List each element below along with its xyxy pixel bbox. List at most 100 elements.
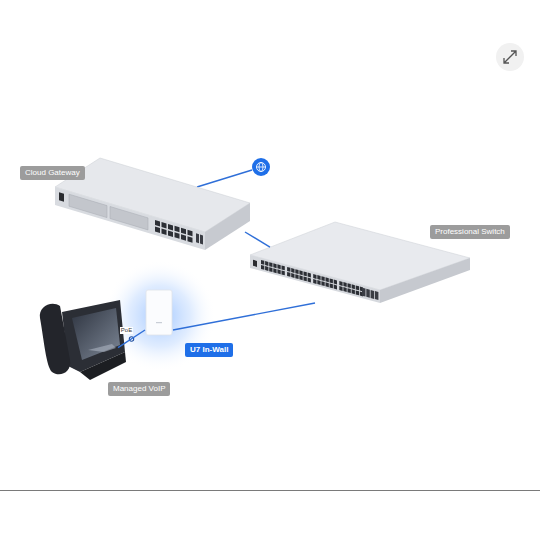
access-point-node: U7 In-Wall bbox=[145, 290, 173, 336]
gateway-side bbox=[205, 203, 250, 250]
device-tag: Cloud Gateway bbox=[20, 166, 85, 180]
switch-port bbox=[343, 287, 346, 292]
device-tag: Professional Switch bbox=[430, 225, 510, 239]
switch-port bbox=[273, 268, 276, 273]
switch-port bbox=[317, 280, 320, 285]
gateway-bay bbox=[69, 194, 107, 217]
gateway-port bbox=[155, 227, 160, 234]
switch-port bbox=[313, 274, 316, 279]
switch-port bbox=[273, 263, 276, 268]
switch-port bbox=[265, 261, 268, 266]
switch-port bbox=[287, 267, 290, 272]
gateway-port bbox=[175, 226, 180, 233]
access-point-led bbox=[156, 322, 162, 323]
gateway-port bbox=[188, 230, 193, 237]
phone-handset bbox=[40, 304, 70, 375]
switch-port bbox=[265, 266, 268, 271]
gateway-port bbox=[168, 224, 173, 231]
switch-display bbox=[253, 260, 257, 267]
gateway-ports bbox=[155, 220, 203, 246]
switch-port bbox=[295, 274, 298, 279]
gateway-port bbox=[168, 230, 173, 237]
globe-equator bbox=[257, 167, 266, 168]
switch-sfp bbox=[371, 290, 375, 299]
gateway-sfp bbox=[200, 235, 203, 245]
switch-ports bbox=[261, 260, 378, 301]
switch-port bbox=[352, 289, 355, 294]
switch-node: Professional Switch bbox=[270, 222, 470, 303]
gateway-port bbox=[175, 232, 180, 239]
switch-port bbox=[313, 279, 316, 284]
switch-port bbox=[295, 269, 298, 274]
switch-sfp bbox=[375, 291, 379, 300]
network-cable bbox=[173, 303, 315, 330]
edge-label: PoE bbox=[120, 327, 133, 334]
switch-port bbox=[277, 269, 280, 274]
voip-phone bbox=[40, 300, 126, 380]
switch-port bbox=[330, 283, 333, 288]
switch-port bbox=[321, 276, 324, 281]
gateway-front-panel bbox=[59, 191, 203, 246]
switch-side bbox=[380, 258, 470, 303]
bottom-rule bbox=[0, 490, 540, 491]
access-point bbox=[146, 290, 172, 335]
switch-port bbox=[291, 268, 294, 273]
switch-port bbox=[308, 272, 311, 277]
switch-port bbox=[277, 264, 280, 269]
switch-port bbox=[287, 272, 290, 277]
switch-port bbox=[326, 282, 329, 287]
switch-port bbox=[352, 284, 355, 289]
switch-port bbox=[348, 288, 351, 293]
gateway-node: Cloud Gateway bbox=[55, 150, 245, 250]
switch-port bbox=[282, 270, 285, 275]
switch-port bbox=[356, 285, 359, 290]
switch-sfp bbox=[366, 289, 370, 298]
switch-port bbox=[339, 286, 342, 291]
switch-sfp bbox=[362, 288, 366, 297]
gateway-port bbox=[188, 236, 193, 243]
switch-port bbox=[334, 285, 337, 290]
switch-port bbox=[308, 277, 311, 282]
gateway-sfp bbox=[196, 233, 199, 243]
phone-screen-detail bbox=[88, 344, 116, 352]
switch-port bbox=[339, 281, 342, 286]
gateway-port bbox=[181, 228, 186, 235]
gateway-port bbox=[155, 220, 160, 227]
switch-port bbox=[343, 282, 346, 287]
switch-port bbox=[269, 267, 272, 272]
switch-port bbox=[326, 277, 329, 282]
switch-port bbox=[334, 280, 337, 285]
switch-port bbox=[304, 276, 307, 281]
switch-port bbox=[356, 290, 359, 295]
phone-screen bbox=[72, 308, 120, 360]
device-tag: Managed VoIP bbox=[108, 382, 170, 396]
gateway-front bbox=[55, 187, 205, 250]
access-point-body bbox=[146, 290, 172, 335]
switch-port bbox=[299, 275, 302, 280]
network-cable bbox=[245, 232, 270, 247]
switch-port bbox=[261, 265, 264, 270]
switch-port bbox=[317, 275, 320, 280]
globe-disc bbox=[252, 158, 270, 176]
phone-node: Managed VoIP bbox=[35, 295, 118, 380]
switch-port bbox=[304, 271, 307, 276]
switch-port bbox=[321, 281, 324, 286]
switch-port bbox=[261, 260, 264, 265]
internet-line bbox=[197, 170, 252, 187]
switch-port bbox=[269, 262, 272, 267]
switch-port bbox=[299, 270, 302, 275]
switch-port bbox=[291, 273, 294, 278]
gateway-port bbox=[162, 222, 167, 229]
device-tag: U7 In-Wall bbox=[185, 343, 233, 357]
globe-icon bbox=[252, 158, 270, 176]
switch-port bbox=[330, 278, 333, 283]
expand-arrows bbox=[504, 51, 516, 63]
gateway-bay bbox=[110, 207, 148, 230]
gateway-display bbox=[59, 192, 64, 202]
globe-outline bbox=[257, 163, 266, 172]
switch-port bbox=[348, 283, 351, 288]
